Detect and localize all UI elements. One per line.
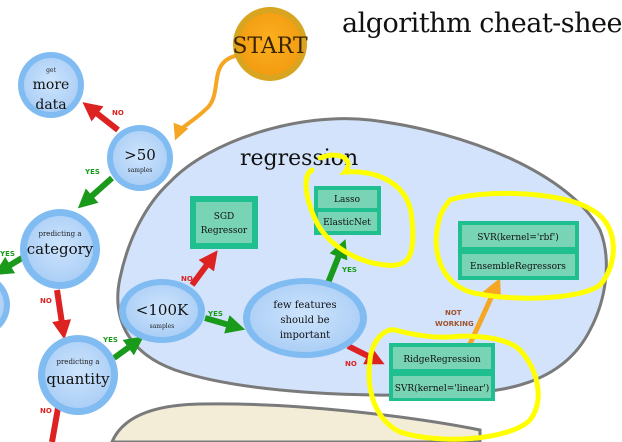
- algo-sgd-line1: SGD: [214, 212, 235, 222]
- algo-ensemble: EnsembleRegressors: [470, 262, 566, 272]
- start-label: START: [232, 34, 308, 59]
- edge-label-yes-3: YES: [102, 336, 118, 344]
- edge-samples50-no: [82, 102, 120, 133]
- node-few-features-line3: important: [280, 330, 330, 341]
- edge-label-no-5: NO: [345, 360, 357, 368]
- algo-svr-rbf: SVR(kernel='rbf'): [477, 232, 558, 243]
- node-few-features-line1: few features: [273, 300, 336, 311]
- edge-label-yes-5: YES: [341, 266, 357, 274]
- lower-cluster-region: [110, 402, 482, 442]
- node-predicting-quantity[interactable]: predicting a quantity: [38, 335, 118, 415]
- algo-svr-linear: SVR(kernel='linear'): [395, 383, 490, 394]
- edge-features-yes: [325, 239, 348, 285]
- node-get-more-data-line2: data: [35, 97, 66, 113]
- edge-label-working: WORKING: [435, 320, 474, 328]
- edge-samples50-yes: [77, 175, 114, 209]
- node-samples-50-small: samples: [128, 167, 153, 174]
- page-title: algorithm cheat-sheet: [342, 8, 622, 39]
- node-100k-big: <100K: [136, 301, 189, 319]
- algo-ridge: RidgeRegression: [403, 355, 481, 365]
- node-few-features-line2: should be: [280, 315, 329, 326]
- node-samples-100k[interactable]: <100K samples: [119, 279, 205, 343]
- edge-label-yes-4: YES: [207, 310, 223, 318]
- edge-label-no-2: NO: [40, 297, 52, 305]
- edge-label-not: NOT: [445, 309, 462, 317]
- algo-sgd-regressor[interactable]: SGD Regressor: [190, 196, 258, 249]
- algo-lasso: Lasso: [334, 195, 360, 205]
- node-predicting-category[interactable]: predicting a category: [20, 209, 100, 289]
- algo-svr-rbf-ensemble[interactable]: SVR(kernel='rbf') EnsembleRegressors: [458, 221, 579, 280]
- highlight-ridge-svr-linear: [366, 327, 541, 442]
- edge-label-no-3: NO: [40, 407, 52, 415]
- edge-quantity-no: [49, 407, 61, 442]
- node-samples-50-big: >50: [124, 146, 156, 164]
- node-quantity-small: predicting a: [56, 358, 99, 366]
- edge-label-yes-2: YES: [0, 250, 15, 258]
- edge-100k-yes: [204, 315, 246, 334]
- node-100k-small: samples: [150, 323, 175, 330]
- start-node[interactable]: START: [232, 7, 308, 81]
- algo-sgd-line2: Regressor: [201, 226, 248, 236]
- node-few-features[interactable]: few features should be important: [243, 278, 367, 358]
- edge-quantity-yes: [112, 336, 144, 361]
- algo-lasso-elasticnet[interactable]: Lasso ElasticNet: [314, 186, 381, 235]
- edge-start-to-samples50: [173, 53, 241, 141]
- edge-label-no-4: NO: [181, 275, 193, 283]
- edge-category-yes: [0, 255, 24, 275]
- node-category-small: predicting a: [38, 230, 81, 238]
- algo-elasticnet: ElasticNet: [323, 218, 371, 228]
- edge-label-no-1: NO: [112, 109, 124, 117]
- node-get-more-data[interactable]: get more data: [18, 52, 84, 118]
- node-offscreen-left[interactable]: [0, 273, 10, 337]
- highlight-lasso-elasticnet: [303, 152, 416, 268]
- edge-label-yes-1: YES: [84, 168, 100, 176]
- node-category-big: category: [27, 240, 94, 258]
- node-get-more-data-small: get: [46, 67, 56, 74]
- node-samples-50[interactable]: >50 samples: [107, 125, 173, 191]
- edge-100k-no: [189, 250, 218, 287]
- regression-cluster-label: regression: [240, 146, 358, 171]
- highlight-svr-rbf-ensemble: [433, 190, 616, 301]
- algo-ridge-svr-linear[interactable]: RidgeRegression SVR(kernel='linear'): [389, 343, 495, 401]
- node-get-more-data-line1: more: [33, 77, 70, 93]
- edge-category-no: [52, 289, 72, 340]
- node-quantity-big: quantity: [46, 370, 110, 388]
